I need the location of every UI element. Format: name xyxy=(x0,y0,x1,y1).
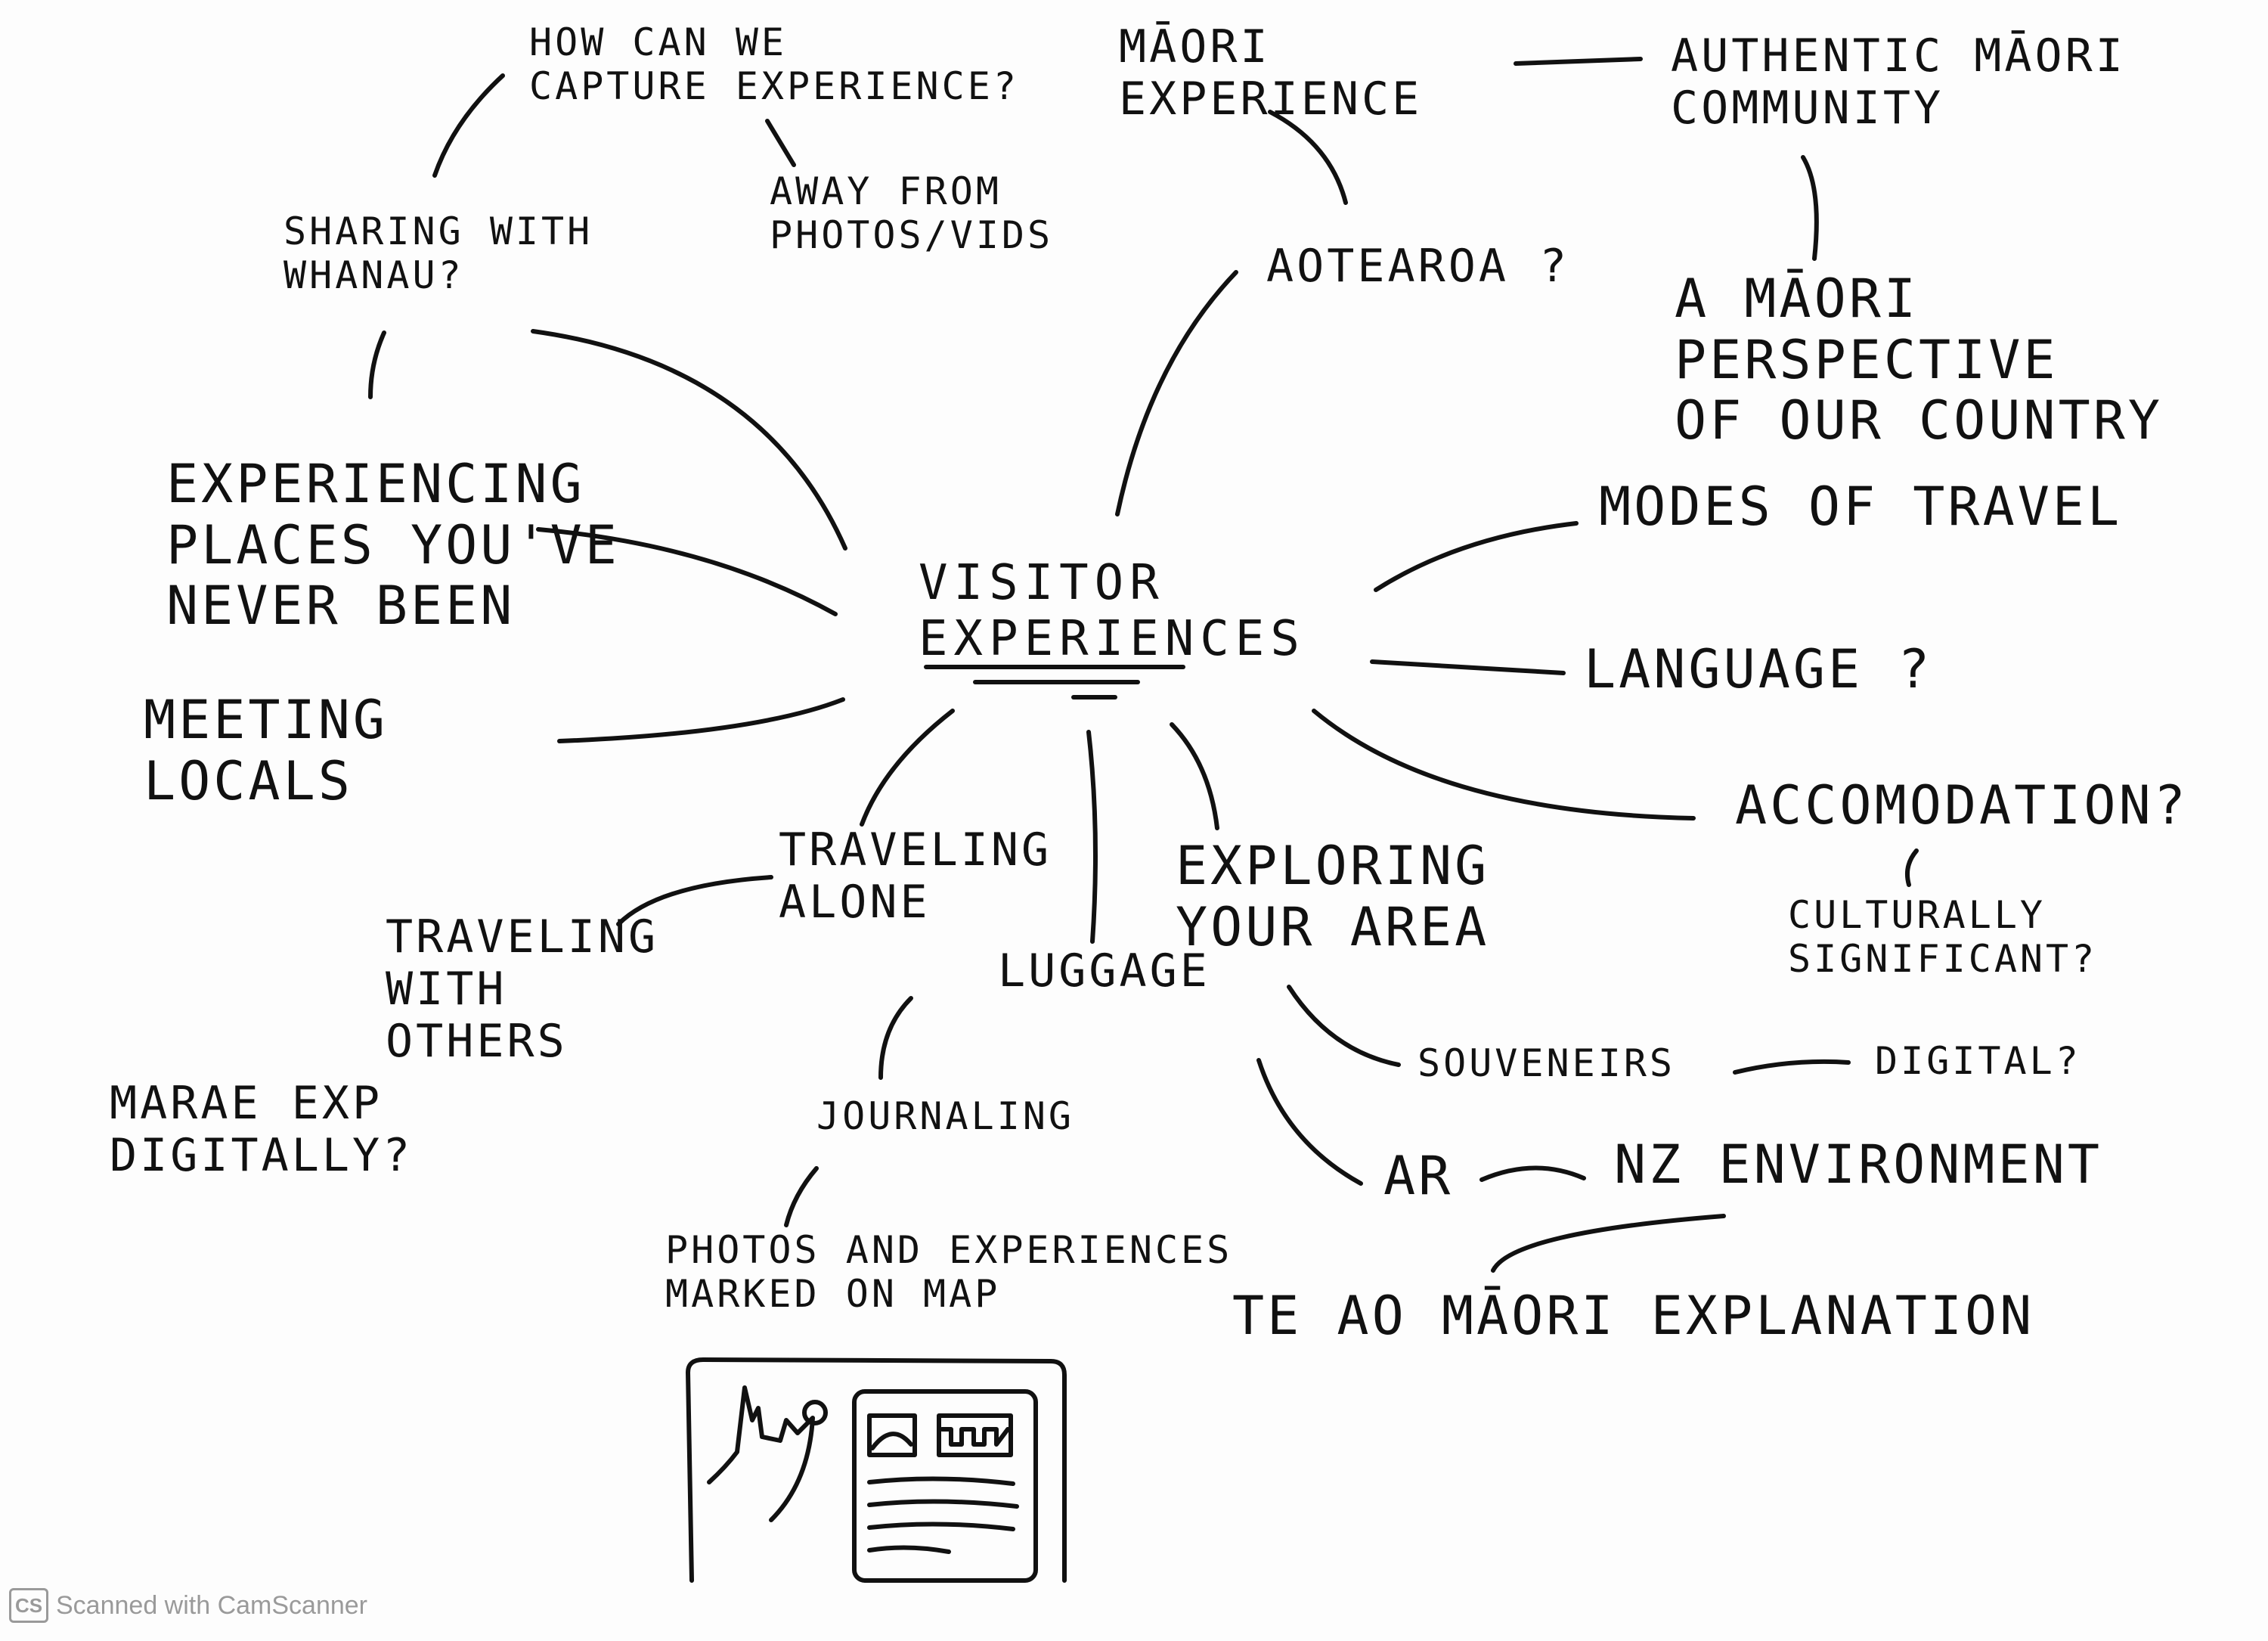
line-center-modes xyxy=(1374,521,1579,592)
line-center-accomodation xyxy=(1312,709,1696,820)
line-sharing-experiencing xyxy=(368,330,386,399)
node-digital: DIGITAL? xyxy=(1875,1039,2081,1083)
line-center-alone xyxy=(860,709,955,827)
journal-panel xyxy=(852,1389,1038,1583)
node-culturally-significant: CULTURALLY SIGNIFICANT? xyxy=(1788,893,2098,981)
photo-thumb-1 xyxy=(867,1413,917,1457)
node-marae-exp-digitally: MARAE EXP DIGITALLY? xyxy=(110,1077,414,1182)
node-journaling: JOURNALING xyxy=(816,1094,1075,1138)
camscanner-text: Scanned with CamScanner xyxy=(56,1590,368,1620)
text-line-2 xyxy=(867,1499,1019,1509)
camscanner-logo: CS xyxy=(9,1588,48,1623)
node-visitor-experiences: VISITOR EXPERIENCES xyxy=(919,555,1306,667)
node-traveling-with-others: TRAVELING WITH OTHERS xyxy=(386,910,659,1068)
node-ar: AR xyxy=(1383,1145,1454,1207)
line-center-aotearoa xyxy=(1115,270,1238,516)
node-sharing-with-whanau: SHARING WITH WHANAU? xyxy=(284,209,593,297)
node-aotearoa: AOTEAROA ? xyxy=(1266,240,1570,293)
line-exploring-souveneirs xyxy=(1287,985,1401,1067)
node-traveling-alone: TRAVELING ALONE xyxy=(779,824,1052,929)
line-center-ar xyxy=(1256,1058,1363,1186)
line-center-luggage xyxy=(1086,730,1098,944)
node-maori-experience: MĀORI EXPERIENCE xyxy=(1119,20,1423,126)
text-line-3 xyxy=(867,1522,1015,1531)
line-center-language xyxy=(1370,659,1566,675)
line-journaling-photos xyxy=(784,1166,819,1227)
device-frame xyxy=(686,1357,1067,1583)
photo-thumb-2 xyxy=(937,1413,1013,1457)
node-away-from-photos: AWAY FROM PHOTOS/VIDS xyxy=(770,169,1054,257)
line-alone-with xyxy=(616,875,773,926)
line-capture-away xyxy=(765,119,796,167)
node-maori-perspective: A MĀORI PERSPECTIVE OF OUR COUNTRY xyxy=(1675,268,2164,451)
node-exploring-your-area: EXPLORING YOUR AREA xyxy=(1176,835,1490,958)
node-experiencing-places: EXPERIENCING PLACES YOU'VE NEVER BEEN xyxy=(166,453,620,637)
photo-thumb-2-wave xyxy=(940,1427,1010,1447)
map-coastline xyxy=(707,1385,815,1522)
node-nz-environment: NZ ENVIRONMENT xyxy=(1614,1134,2103,1196)
line-experiencing-center xyxy=(536,527,838,616)
line-nz-teao xyxy=(1491,1214,1726,1273)
text-line-1 xyxy=(867,1476,1015,1486)
line-luggage-journaling xyxy=(878,996,913,1080)
node-souveneirs: SOUVENEIRS xyxy=(1418,1041,1676,1085)
node-meeting-locals: MEETING LOCALS xyxy=(144,689,389,812)
photo-thumb-1-mountain xyxy=(870,1432,913,1450)
text-line-4 xyxy=(867,1545,951,1554)
line-ar-nz xyxy=(1479,1165,1586,1182)
node-authentic-maori-community: AUTHENTIC MĀORI COMMUNITY xyxy=(1671,29,2126,135)
node-modes-of-travel: MODES OF TRAVEL xyxy=(1599,476,2123,538)
node-luggage: LUGGAGE xyxy=(998,945,1210,997)
line-accomodation-culturally xyxy=(1905,848,1919,887)
line-capture-sharing xyxy=(432,73,505,178)
line-aotearoa-maori xyxy=(1268,110,1348,205)
line-authentic-perspective xyxy=(1801,155,1819,261)
line-souveneirs-digital xyxy=(1733,1059,1851,1075)
line-meeting-center xyxy=(557,697,845,743)
node-photos-marked-on-map: PHOTOS AND EXPERIENCES MARKED ON MAP xyxy=(665,1228,1233,1316)
camscanner-watermark: CS Scanned with CamScanner xyxy=(9,1588,367,1623)
node-accomodation: ACCOMODATION? xyxy=(1735,774,2189,836)
map-pin-icon xyxy=(802,1400,828,1425)
line-maori-authentic xyxy=(1514,57,1643,66)
node-capture-experience: HOW CAN WE CAPTURE EXPERIENCE? xyxy=(529,20,1019,108)
line-sharing-center xyxy=(531,329,847,551)
node-te-ao-maori-explanation: TE AO MĀORI EXPLANATION xyxy=(1232,1285,2035,1347)
node-language: LANGUAGE ? xyxy=(1584,638,1933,700)
line-center-exploring xyxy=(1170,722,1219,830)
